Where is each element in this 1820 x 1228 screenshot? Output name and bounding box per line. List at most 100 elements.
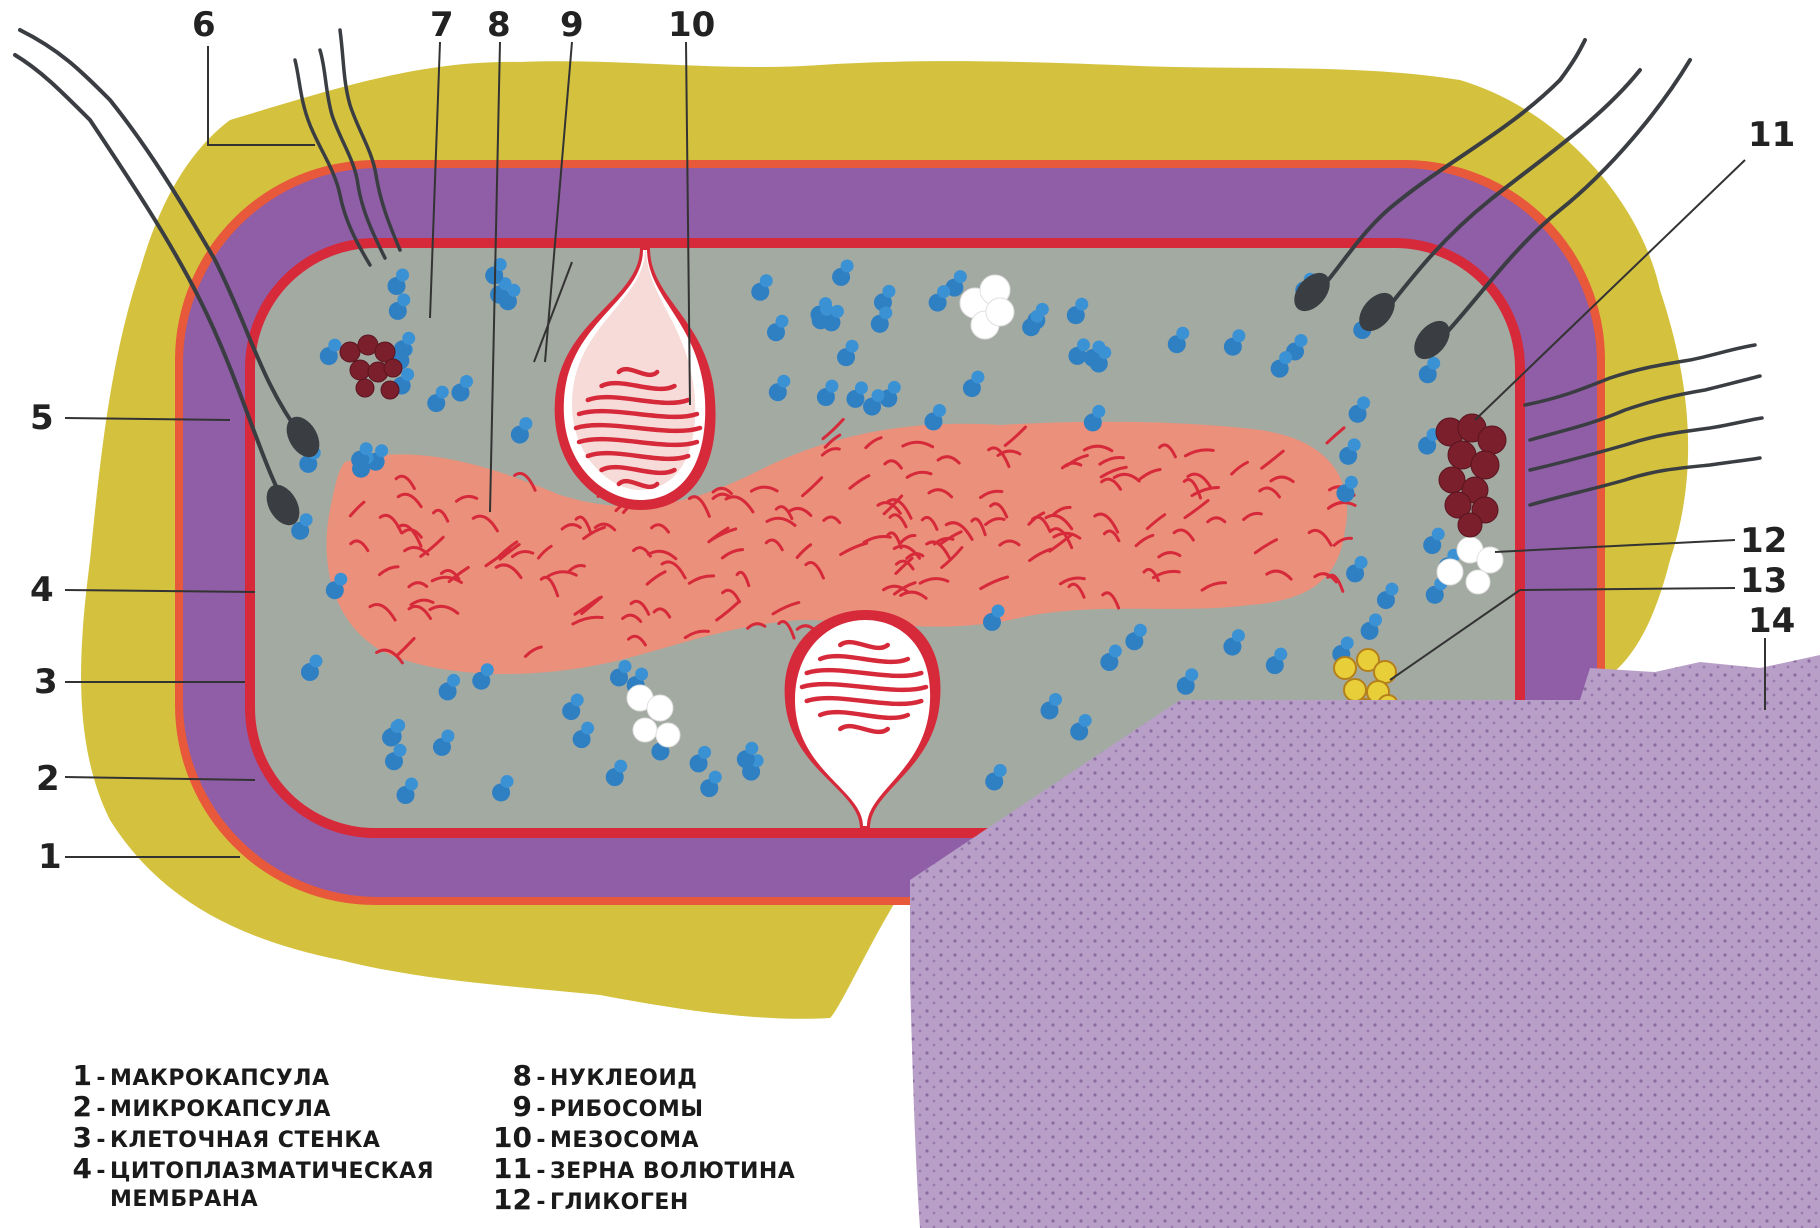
- legend-label: ГЛИКОГЕН: [550, 1190, 689, 1215]
- ribosome-subunit: [1109, 645, 1122, 658]
- legend-number: 9: [482, 1091, 532, 1122]
- ribosome-subunit: [441, 729, 454, 742]
- ribosome-subunit: [775, 315, 788, 328]
- callout-8: 8: [487, 5, 511, 45]
- ribosome-subunit: [1049, 693, 1062, 706]
- ribosome-subunit: [1341, 636, 1354, 649]
- legend-item-12: 12-ГЛИКОГЕН: [482, 1184, 862, 1215]
- ribosome-subunit: [760, 274, 773, 287]
- legend-label-continued: МЕМБРАНА: [110, 1187, 258, 1212]
- ribosome-subunit: [375, 444, 388, 457]
- legend-left-column: 1-МАКРОКАПСУЛА 2-МИКРОКАПСУЛА 3-КЛЕТОЧНА…: [42, 1060, 482, 1215]
- ribosome-subunit: [709, 771, 722, 784]
- legend-label: МЕЗОСОМА: [550, 1128, 699, 1153]
- legend-label: НУКЛЕОИД: [550, 1066, 697, 1091]
- callout-13: 13: [1740, 561, 1787, 601]
- ribosome-subunit: [328, 339, 341, 352]
- ribosome-subunit: [447, 674, 460, 687]
- ribosome-subunit: [309, 655, 322, 668]
- legend-item-11: 11-ЗЕРНА ВОЛЮТИНА: [482, 1153, 862, 1184]
- callout-10: 10: [668, 5, 715, 45]
- legend-separator: -: [532, 1125, 550, 1156]
- ribosome-subunit: [1274, 648, 1287, 661]
- callout-4: 4: [30, 570, 54, 610]
- ribosome-subunit: [1348, 438, 1361, 451]
- ribosome-subunit: [391, 720, 404, 733]
- ribosome-subunit: [1279, 351, 1292, 364]
- ribosome-subunit: [1031, 310, 1044, 323]
- legend-separator: -: [92, 1125, 110, 1156]
- ribosome-subunit: [1357, 396, 1370, 409]
- legend-separator: -: [532, 1156, 550, 1187]
- callout-11: 11: [1748, 115, 1795, 155]
- ribosome-subunit: [401, 368, 414, 381]
- ribosome-subunit: [777, 375, 790, 388]
- callout-9: 9: [560, 5, 584, 45]
- legend-number: 11: [482, 1153, 532, 1184]
- ribosome-subunit: [841, 259, 854, 272]
- legend-number: 1: [42, 1060, 92, 1091]
- callout-7: 7: [430, 5, 454, 45]
- ribosome-subunit: [405, 778, 418, 791]
- ribosome-subunit: [334, 573, 347, 586]
- ribosome-subunit: [1232, 329, 1245, 342]
- legend-item-4-continued: МЕМБРАНА: [42, 1184, 482, 1215]
- callout-12: 12: [1740, 521, 1787, 561]
- ribosome-subunit: [991, 604, 1004, 617]
- legend-separator: -: [92, 1063, 110, 1094]
- callout-6: 6: [192, 5, 216, 45]
- legend-number: 2: [42, 1091, 92, 1122]
- ribosome-subunit: [635, 668, 648, 681]
- ribosome-subunit: [501, 775, 514, 788]
- legend-item-10: 10-МЕЗОСОМА: [482, 1122, 862, 1153]
- ribosome-subunit: [937, 285, 950, 298]
- ribosome-subunit: [831, 305, 844, 318]
- ribosome-subunit: [879, 306, 892, 319]
- ribosome-subunit: [300, 513, 313, 526]
- ribosome-subunit: [402, 332, 415, 345]
- ribosome-subunit: [1098, 346, 1111, 359]
- callout-5: 5: [30, 398, 54, 438]
- ribosome-subunit: [872, 389, 885, 402]
- ribosome-subunit: [1295, 334, 1308, 347]
- ribosome-subunit: [436, 386, 449, 399]
- ribosome-subunit: [888, 381, 901, 394]
- ribosome-subunit: [1345, 476, 1358, 489]
- ribosome-subunit: [1369, 613, 1382, 626]
- ribosome-subunit: [820, 303, 833, 316]
- legend-item-8: 8-НУКЛЕОИД: [482, 1060, 862, 1091]
- legend-label: РИБОСОМЫ: [550, 1097, 704, 1122]
- legend-number: 4: [42, 1153, 92, 1184]
- callout-1: 1: [38, 837, 62, 877]
- legend-separator: -: [532, 1187, 550, 1218]
- legend-item-9: 9-РИБОСОМЫ: [482, 1091, 862, 1122]
- ribosome-subunit: [1176, 327, 1189, 340]
- ribosome-subunit: [571, 694, 584, 707]
- ribosome-subunit: [1077, 338, 1090, 351]
- ribosome-subunit: [855, 381, 868, 394]
- callout-2: 2: [36, 759, 60, 799]
- ribosome-subunit: [393, 744, 406, 757]
- legend-number: 3: [42, 1122, 92, 1153]
- ribosome-subunit: [1134, 624, 1147, 637]
- legend-number: 8: [482, 1060, 532, 1091]
- ribosome-subunit: [994, 764, 1007, 777]
- ribosome-subunit: [745, 742, 758, 755]
- ribosome-subunit: [882, 285, 895, 298]
- ribosome-subunit: [846, 340, 859, 353]
- ribosome-subunit: [397, 293, 410, 306]
- legend-label: КЛЕТОЧНАЯ СТЕНКА: [110, 1128, 380, 1153]
- ribosome-subunit: [460, 375, 473, 388]
- ribosome-subunit: [481, 663, 494, 676]
- callout-14: 14: [1748, 601, 1795, 641]
- legend-label: МИКРОКАПСУЛА: [110, 1097, 331, 1122]
- legend-number: 12: [482, 1184, 532, 1215]
- legend-item-1: 1-МАКРОКАПСУЛА: [42, 1060, 482, 1091]
- legend-separator: -: [92, 1094, 110, 1125]
- ribosome-subunit: [971, 371, 984, 384]
- ribosome-subunit: [954, 270, 967, 283]
- ribosome-subunit: [1079, 714, 1092, 727]
- legend-separator: -: [92, 1156, 110, 1187]
- ribosome-subunit: [825, 380, 838, 393]
